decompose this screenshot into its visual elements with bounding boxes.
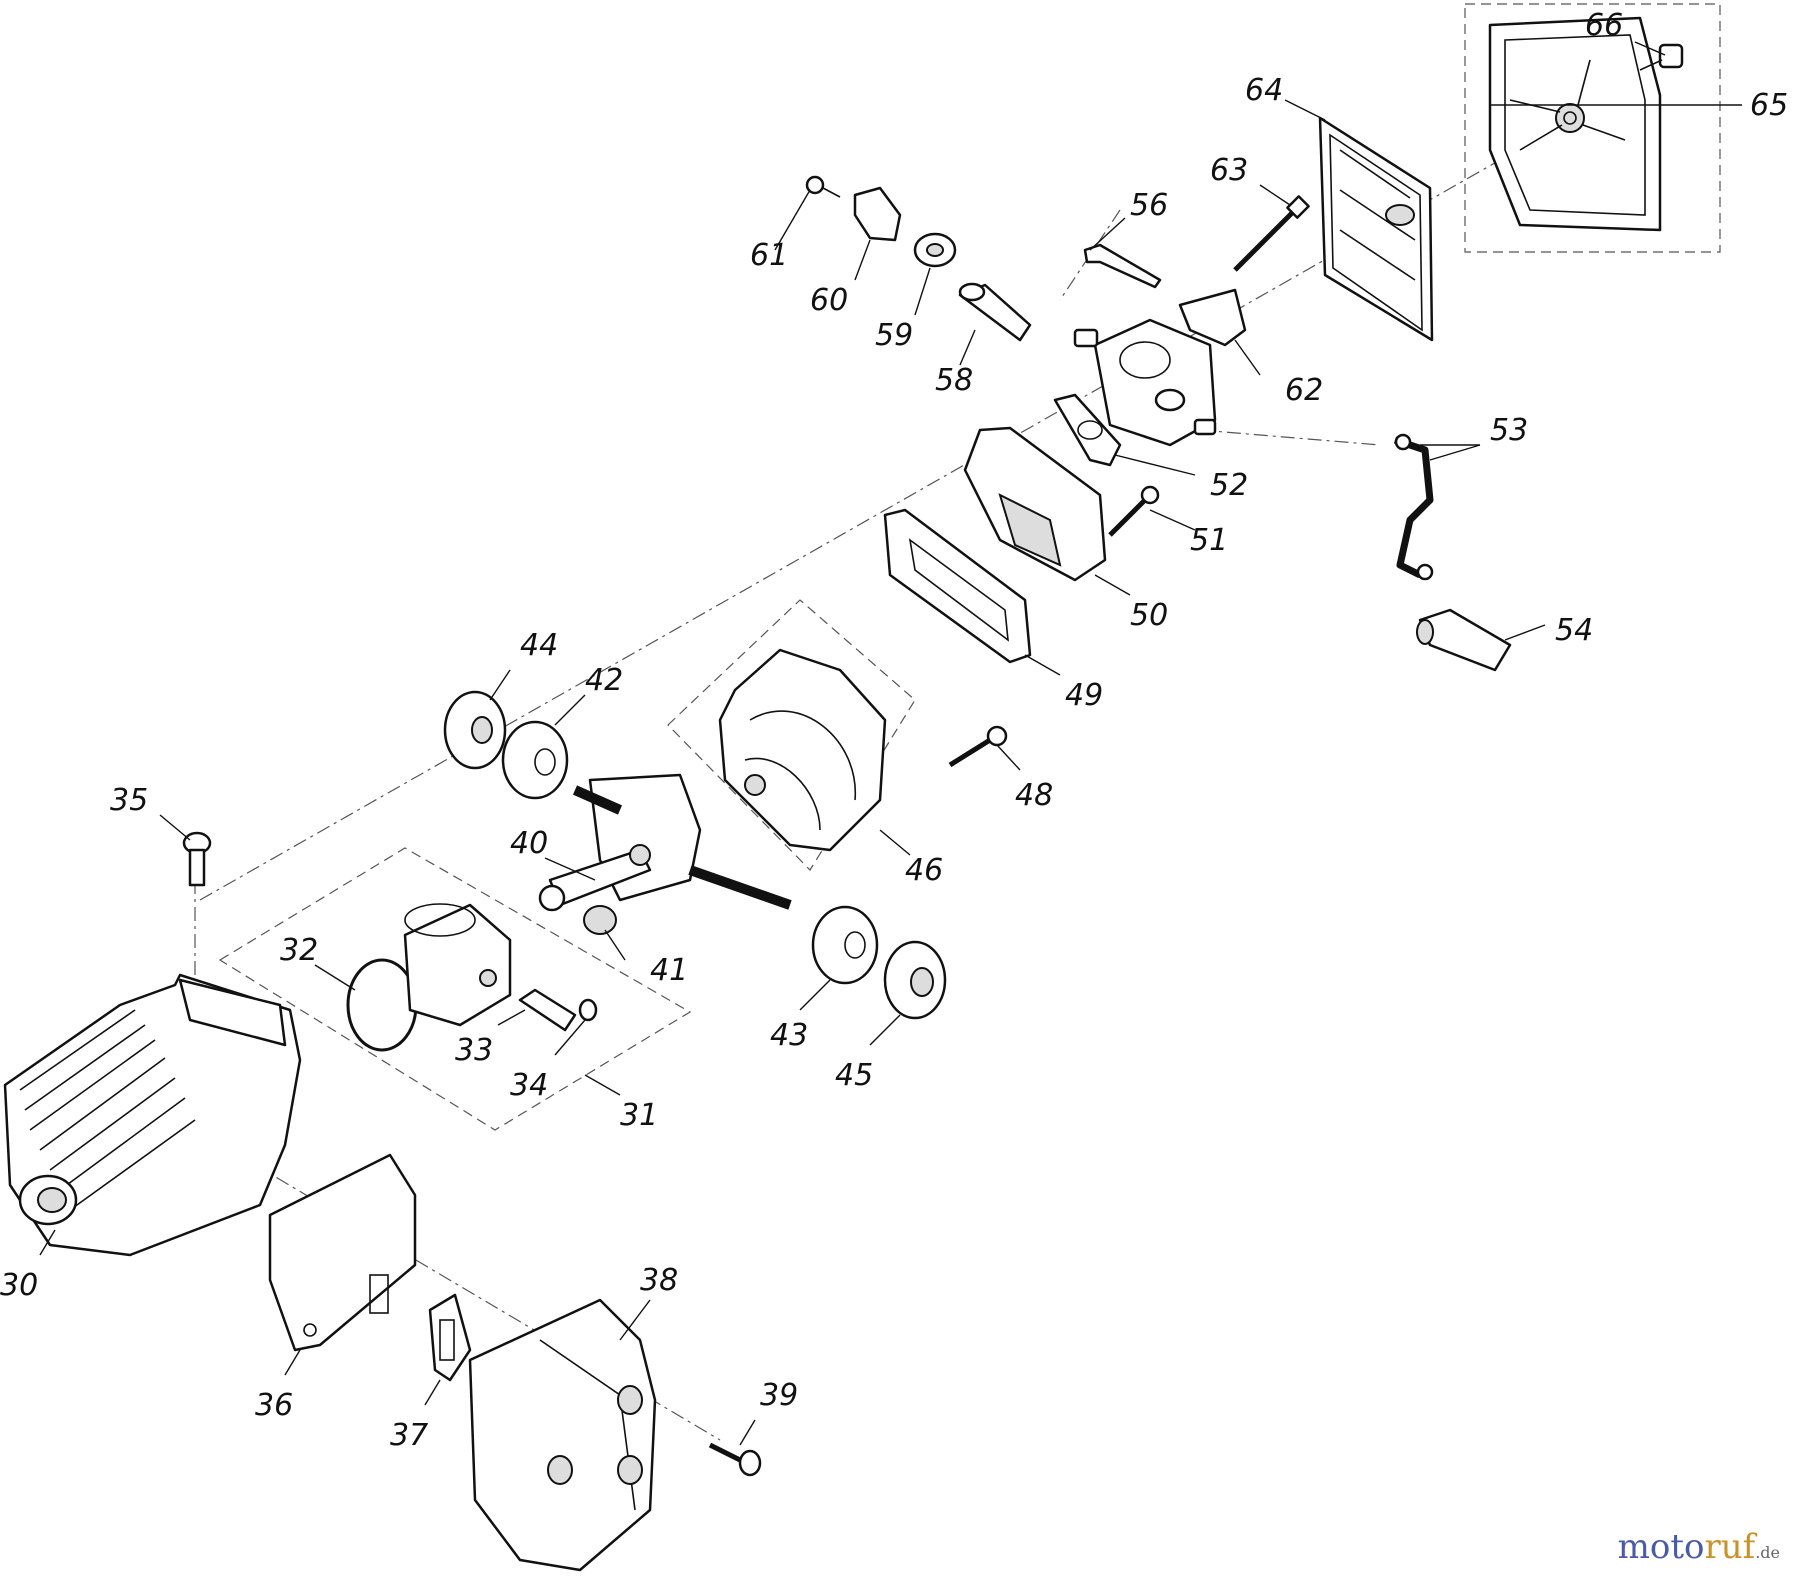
circlip-34 bbox=[578, 998, 598, 1022]
seal-45 bbox=[883, 940, 947, 1020]
cylinder-30 bbox=[3, 973, 302, 1257]
screw-48 bbox=[948, 725, 1008, 768]
choke-part-60 bbox=[853, 186, 902, 242]
sleeve-58 bbox=[958, 282, 1032, 342]
screw-39 bbox=[708, 1442, 762, 1477]
screw-35 bbox=[182, 831, 212, 887]
label-63: 63 bbox=[1210, 153, 1248, 188]
group-box-65 bbox=[1464, 3, 1721, 253]
label-45: 45 bbox=[835, 1058, 873, 1093]
fuel-line-axis bbox=[1199, 429, 1381, 446]
carburetor bbox=[1073, 318, 1217, 447]
brand-watermark: motoruf.de bbox=[1618, 1527, 1780, 1567]
label-36: 36 bbox=[255, 1388, 293, 1423]
label-65: 65 bbox=[1750, 88, 1788, 123]
bearing-42 bbox=[501, 720, 569, 800]
label-41: 41 bbox=[650, 953, 688, 988]
piston-pin-33 bbox=[518, 988, 577, 1032]
fuel-line-53 bbox=[1393, 433, 1434, 581]
piston-ring-32 bbox=[346, 958, 418, 1052]
screw-61 bbox=[805, 175, 841, 198]
label-62: 62 bbox=[1285, 373, 1323, 408]
label-58: 58 bbox=[935, 363, 973, 398]
label-39: 39 bbox=[760, 1378, 798, 1413]
label-48: 48 bbox=[1015, 778, 1053, 813]
bracket-62 bbox=[1178, 288, 1247, 347]
group-box-31 bbox=[218, 847, 692, 1131]
label-34: 34 bbox=[510, 1068, 548, 1103]
washer-59 bbox=[913, 232, 957, 268]
label-40: 40 bbox=[510, 826, 548, 861]
leader-lines bbox=[39, 41, 1742, 1446]
label-54: 54 bbox=[1555, 613, 1593, 648]
muffler-38 bbox=[468, 1298, 657, 1572]
gasket-37 bbox=[428, 1293, 472, 1382]
label-32: 32 bbox=[280, 933, 318, 968]
brand-name-part1: moto bbox=[1617, 1527, 1705, 1567]
crankcase-46 bbox=[718, 648, 887, 852]
label-44: 44 bbox=[520, 628, 558, 663]
main-axis-line bbox=[199, 159, 1501, 901]
piston-33 bbox=[403, 903, 512, 1027]
brand-suffix: .de bbox=[1755, 1543, 1780, 1562]
label-52: 52 bbox=[1210, 468, 1248, 503]
label-51: 51 bbox=[1190, 523, 1228, 558]
label-50: 50 bbox=[1130, 598, 1168, 633]
pin-56 bbox=[1083, 243, 1162, 289]
fuel-filter-54 bbox=[1416, 608, 1512, 672]
intake-manifold-50 bbox=[963, 426, 1107, 582]
screw-66 bbox=[1639, 43, 1684, 71]
label-42: 42 bbox=[585, 663, 623, 698]
screw-51 bbox=[1108, 485, 1160, 537]
group-box-46 bbox=[667, 599, 916, 871]
brand-name-part2: ruf bbox=[1704, 1527, 1756, 1567]
label-43: 43 bbox=[770, 1018, 808, 1053]
label-60: 60 bbox=[810, 283, 848, 318]
label-49: 49 bbox=[1065, 678, 1103, 713]
label-66: 66 bbox=[1585, 8, 1623, 43]
label-59: 59 bbox=[875, 318, 913, 353]
bolt-63 bbox=[1233, 195, 1310, 272]
crankshaft-40 bbox=[538, 773, 792, 912]
label-53: 53 bbox=[1490, 413, 1528, 448]
label-30: 30 bbox=[0, 1268, 38, 1303]
air-filter-cover bbox=[1488, 16, 1662, 232]
air-filter-64 bbox=[1318, 116, 1434, 342]
label-46: 46 bbox=[905, 853, 943, 888]
bearing-43 bbox=[811, 905, 879, 985]
label-64: 64 bbox=[1245, 73, 1283, 108]
label-38: 38 bbox=[640, 1263, 678, 1298]
label-33: 33 bbox=[455, 1033, 493, 1068]
label-61: 61 bbox=[750, 238, 788, 273]
gasket-49 bbox=[883, 508, 1032, 664]
part-labels: 30 31 32 33 34 35 36 37 38 39 40 41 42 4… bbox=[0, 8, 1788, 1453]
heat-shield-36 bbox=[268, 1153, 417, 1352]
needle-bearing-41 bbox=[583, 905, 617, 935]
label-35: 35 bbox=[110, 783, 148, 818]
label-56: 56 bbox=[1130, 188, 1168, 223]
label-31: 31 bbox=[620, 1098, 658, 1133]
seal-44 bbox=[443, 690, 507, 770]
label-37: 37 bbox=[390, 1418, 428, 1453]
